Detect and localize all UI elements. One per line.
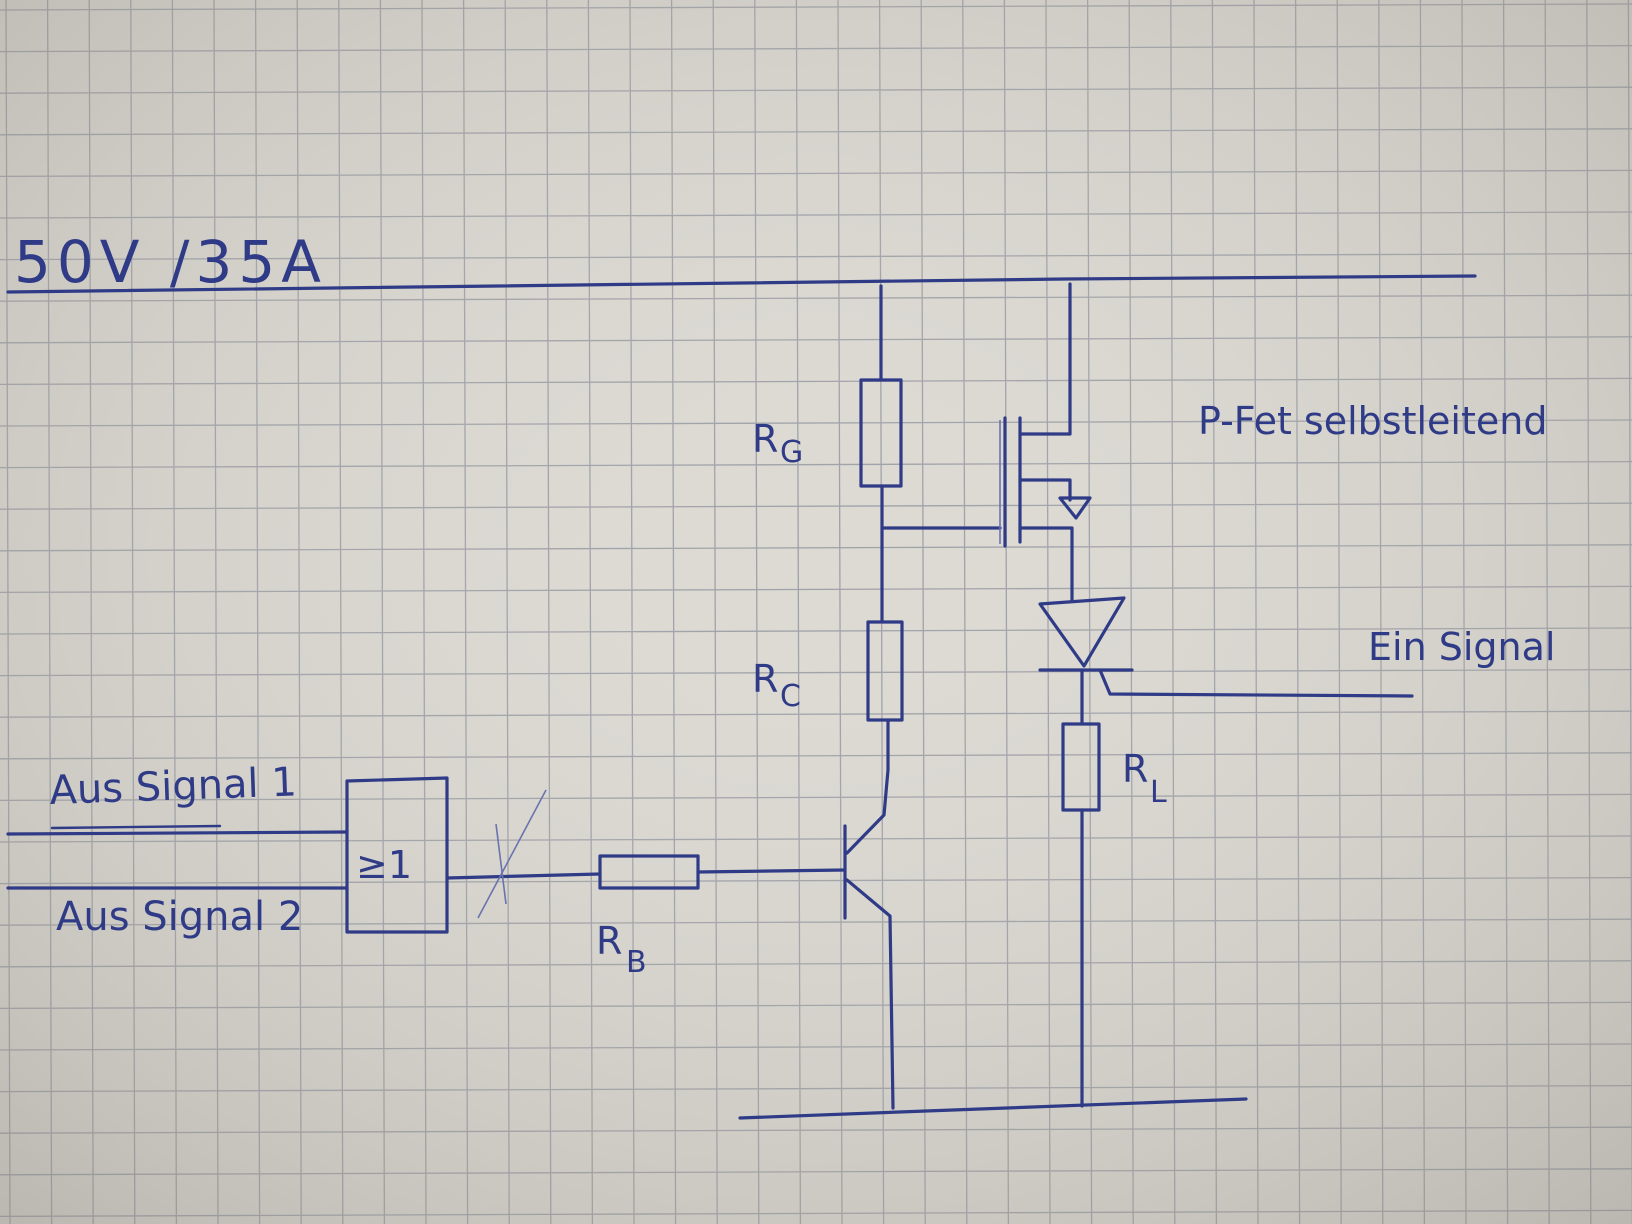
fet-body-link [1018, 478, 1072, 502]
rc-bottom-wire [845, 718, 890, 855]
label-ein-signal: Ein Signal [1368, 625, 1555, 669]
transistor-emitter [845, 878, 895, 1110]
aus-signal-1-wire [6, 830, 349, 836]
ein-signal-wire [1098, 668, 1414, 698]
label-rg: R [752, 417, 778, 461]
or-gate-symbol: ≥1 [356, 843, 412, 887]
label-rg-sub: G [780, 435, 803, 470]
fet-drain-wire [1018, 282, 1072, 436]
supply-rail [6, 274, 1477, 294]
resistor-rb [598, 854, 700, 890]
label-rl-sub: L [1150, 775, 1167, 810]
resistor-rc [866, 620, 904, 722]
fet-source-wire [1018, 526, 1074, 602]
strikethrough-mark [477, 789, 547, 919]
rb-input-wire [445, 872, 602, 880]
ground-rail [738, 1097, 1248, 1120]
label-rl: R [1122, 747, 1148, 791]
diode-triangle [1038, 596, 1126, 668]
label-rc: R [752, 657, 778, 701]
base-wire [696, 868, 847, 874]
label-rc-sub: C [780, 679, 801, 714]
strikethrough-mark-2 [495, 823, 507, 905]
supply-label: 50V /35A [14, 228, 327, 296]
label-fet: P-Fet selbstleitend [1198, 399, 1547, 443]
fet-arrow [1058, 496, 1092, 520]
label-rb-sub: B [626, 945, 647, 980]
aus-signal-1-underline [50, 824, 222, 830]
or-gate-box [345, 776, 449, 934]
label-aus-signal-2: Aus Signal 2 [56, 894, 303, 940]
label-rb: R [596, 919, 622, 963]
label-aus-signal-1: Aus Signal 1 [49, 759, 298, 814]
